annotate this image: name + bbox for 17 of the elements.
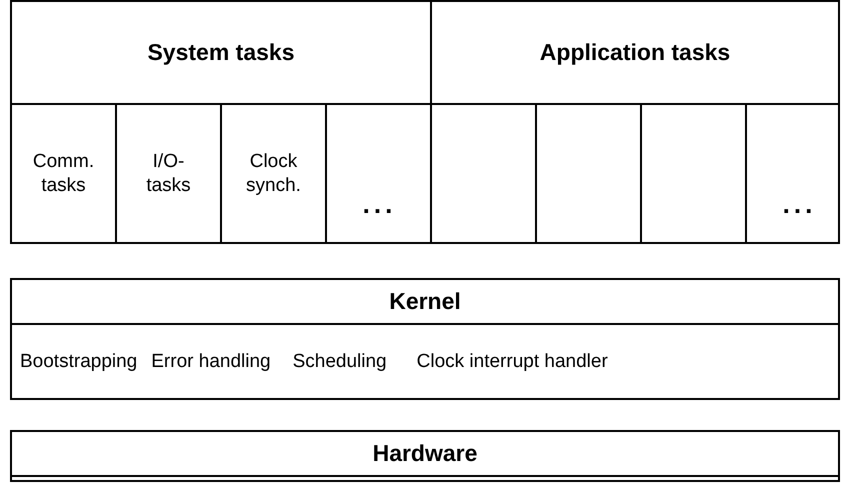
component-label: Scheduling (292, 350, 387, 372)
task-label: Clock synch. (245, 150, 302, 198)
layer-panel (10, 278, 840, 400)
ellipsis-mark: ... (782, 188, 816, 220)
layer-panel (10, 430, 840, 482)
ellipsis-mark: ... (362, 188, 396, 220)
component-label: Clock interrupt handler (416, 350, 608, 372)
task-label: Comm. tasks (32, 150, 96, 198)
layer-title: System tasks (147, 39, 295, 66)
component-label: Bootstrapping (20, 350, 138, 372)
layer-title: Kernel (389, 288, 461, 315)
layer-panel (430, 0, 840, 244)
layer-title: Hardware (372, 440, 478, 467)
layer-title: Application tasks (540, 39, 730, 66)
task-label: I/O- tasks (145, 150, 192, 198)
layer-panel (10, 0, 432, 244)
component-label: Error handling (151, 350, 271, 372)
